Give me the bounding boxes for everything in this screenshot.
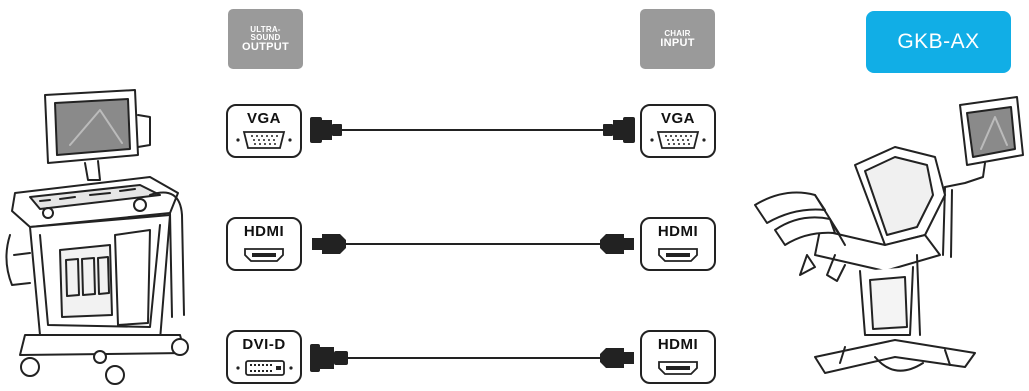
target-port-hdmi: HDMI (640, 217, 716, 271)
header-line: ULTRA- (250, 24, 281, 34)
port-label: VGA (246, 110, 281, 127)
hdmi-plug-right-icon (600, 234, 634, 254)
source-port-dvi-d: DVI-D (226, 330, 302, 384)
target-port-hdmi-2: HDMI (640, 330, 716, 384)
target-port-vga: VGA (640, 104, 716, 158)
vga-port-icon (650, 131, 706, 149)
header-line: OUTPUT (241, 40, 290, 53)
header-line: INPUT (660, 36, 695, 49)
vga-plug-right-icon (603, 117, 635, 143)
hdmi-plug-right-icon (600, 348, 634, 368)
model-badge: GKB-AX (866, 11, 1011, 73)
port-label: VGA (660, 110, 695, 127)
port-label: DVI-D (242, 336, 286, 353)
ultrasound-machine-illustration (5, 89, 189, 385)
dvi-plug-left-icon (310, 344, 348, 372)
model-label: GKB-AX (897, 30, 980, 53)
examination-chair-illustration (754, 96, 1024, 374)
hdmi-cable (312, 234, 634, 254)
dvi-port-icon (236, 360, 293, 376)
port-label: HDMI (657, 223, 699, 240)
port-label: HDMI (657, 336, 699, 353)
header-line: SOUND (250, 32, 281, 42)
header-line: CHAIR (664, 28, 691, 38)
hdmi-port-icon (658, 361, 698, 375)
source-port-vga: VGA (226, 104, 302, 158)
hdmi-port-icon (658, 248, 698, 262)
dvi-to-hdmi-cable (310, 344, 634, 372)
vga-cable (310, 117, 635, 143)
source-port-hdmi: HDMI (226, 217, 302, 271)
hdmi-plug-left-icon (312, 234, 346, 254)
vga-plug-left-icon (310, 117, 342, 143)
hdmi-port-icon (244, 248, 284, 262)
port-label: HDMI (243, 223, 285, 240)
vga-port-icon (236, 131, 292, 149)
chair-input-header: CHAIR INPUT (640, 9, 715, 69)
ultrasound-output-header: ULTRA- SOUND OUTPUT (228, 9, 303, 69)
